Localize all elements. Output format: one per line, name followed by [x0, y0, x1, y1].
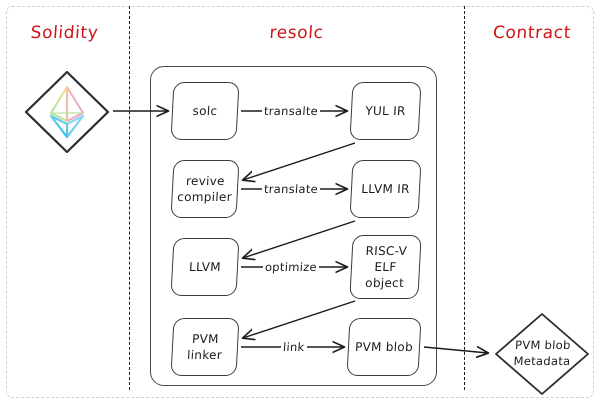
node-revive-compiler-label-line2: compiler — [176, 190, 233, 204]
diamond-outline-shape — [495, 313, 589, 395]
ethereum-logo-icon — [49, 86, 85, 138]
node-pvm-blob[interactable]: PVM blob — [346, 318, 422, 376]
node-riscv-elf-object-label-line3: object — [364, 276, 405, 291]
node-solc-label: solc — [192, 103, 218, 118]
node-riscv-elf-object[interactable]: RISC-V ELF object — [349, 235, 422, 299]
node-pvm-linker[interactable]: PVM linker — [170, 318, 240, 376]
lane-divider-resolc-contract — [464, 6, 465, 390]
node-pvm-blob-metadata-label-line1: PVM blob — [514, 338, 571, 353]
node-pvm-blob-metadata-label: PVM blob Metadata — [513, 338, 571, 369]
node-revive-compiler[interactable]: revive compiler — [170, 160, 240, 218]
node-yul-ir-label: YUL IR — [364, 103, 407, 118]
node-llvm-ir[interactable]: LLVM IR — [349, 160, 422, 218]
resolc-container-box — [150, 66, 437, 386]
node-llvm[interactable]: LLVM — [170, 238, 240, 296]
lane-title-contract: Contract — [492, 23, 572, 43]
lane-divider-solidity-resolc — [129, 6, 130, 390]
node-pvm-blob-label: PVM blob — [354, 339, 414, 354]
node-yul-ir[interactable]: YUL IR — [349, 82, 422, 140]
node-ethereum-source[interactable] — [22, 68, 112, 156]
edge-label-transalte: transalte — [261, 104, 321, 118]
node-riscv-elf-object-label-line2: ELF — [374, 259, 397, 274]
node-solc[interactable]: solc — [170, 82, 240, 140]
lane-title-solidity: Solidity — [29, 23, 100, 43]
edge-label-optimize: optimize — [262, 260, 320, 274]
diagram-outer-frame — [6, 6, 594, 398]
node-pvm-linker-label-line2: linker — [186, 348, 223, 362]
edge-label-translate: translate — [261, 182, 321, 196]
node-pvm-blob-metadata[interactable]: PVM blob Metadata — [492, 310, 592, 398]
node-pvm-blob-metadata-label-line2: Metadata — [512, 354, 571, 368]
edge-label-link: link — [280, 340, 308, 354]
node-pvm-linker-label-line1: PVM — [191, 331, 220, 346]
node-llvm-ir-label: LLVM IR — [360, 181, 411, 196]
lane-title-resolc: resolc — [268, 23, 325, 43]
node-riscv-elf-object-label-line1: RISC-V — [365, 243, 408, 258]
node-llvm-label: LLVM — [188, 259, 222, 274]
node-revive-compiler-label-line1: revive — [185, 173, 226, 188]
